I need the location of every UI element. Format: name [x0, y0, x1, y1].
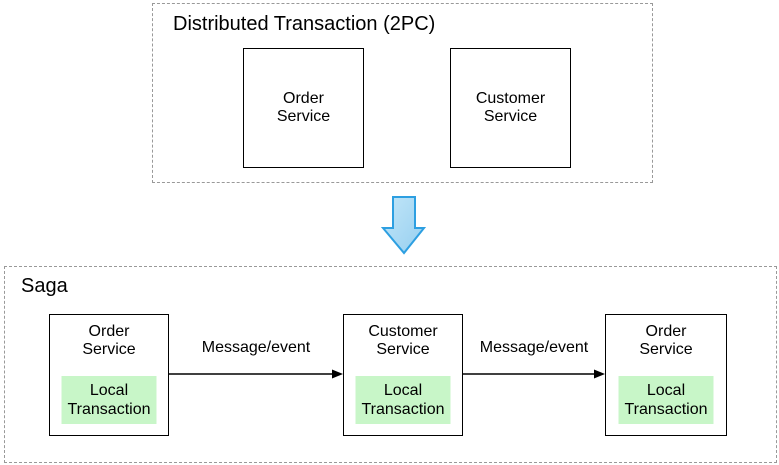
2pc-order-service-label: Order Service	[276, 90, 331, 125]
2pc-group-container: Distributed Transaction (2PC)	[152, 3, 653, 183]
saga-step-customer-service-box: Customer Service Local Transaction	[343, 314, 463, 436]
saga-step-1-local-transaction: Local Transaction	[61, 376, 157, 424]
saga-step-1-service-label: Order Service	[82, 323, 136, 358]
saga-step-3-local-transaction: Local Transaction	[618, 376, 714, 424]
saga-step-2-service-label: Customer Service	[368, 323, 438, 358]
saga-step-3-service-label: Order Service	[639, 323, 693, 358]
saga-step-2-local-transaction: Local Transaction	[355, 376, 451, 424]
message-event-label-2: Message/event	[479, 339, 589, 356]
saga-group-title: Saga	[21, 275, 68, 297]
saga-step-order-service-box-2: Order Service Local Transaction	[605, 314, 727, 436]
message-event-arrow-2	[463, 369, 605, 379]
2pc-customer-service-box: Customer Service	[450, 48, 571, 168]
message-event-arrow-1	[169, 369, 343, 379]
2pc-group-title: Distributed Transaction (2PC)	[173, 13, 436, 35]
message-event-label-1: Message/event	[201, 339, 311, 356]
2pc-customer-service-label: Customer Service	[475, 90, 546, 125]
saga-step-order-service-box: Order Service Local Transaction	[49, 314, 169, 436]
2pc-order-service-box: Order Service	[243, 48, 364, 168]
big-down-arrow-icon	[380, 196, 427, 255]
